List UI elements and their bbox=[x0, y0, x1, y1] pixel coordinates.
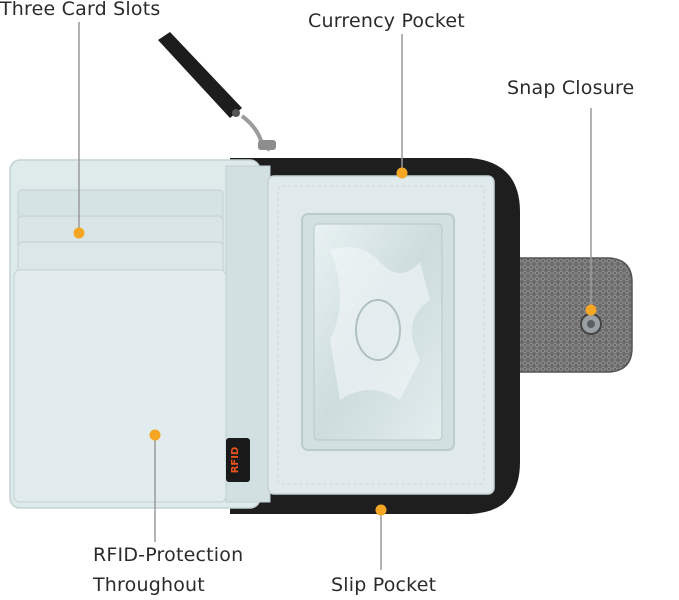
leader-lines bbox=[78, 22, 592, 570]
zipper-pull bbox=[158, 32, 276, 152]
rfid-tag: RFID bbox=[226, 438, 250, 482]
left-panel bbox=[9, 159, 271, 509]
marker-card-slots bbox=[73, 227, 85, 239]
snap-strap bbox=[489, 257, 633, 373]
marker-snap-closure bbox=[585, 304, 597, 316]
callout-rfid-line2: Throughout bbox=[93, 574, 205, 596]
callout-currency-pocket: Currency Pocket bbox=[308, 10, 465, 32]
callout-card-slots: Three Card Slots bbox=[0, 0, 161, 20]
callout-slip-pocket: Slip Pocket bbox=[331, 574, 437, 596]
callout-markers bbox=[73, 167, 597, 516]
callout-snap-closure: Snap Closure bbox=[507, 77, 635, 99]
callout-rfid-line1: RFID-Protection bbox=[93, 544, 244, 566]
marker-currency-pocket bbox=[396, 167, 408, 179]
right-panel bbox=[267, 175, 495, 495]
marker-slip-pocket bbox=[375, 504, 387, 516]
rfid-tag-text: RFID bbox=[230, 447, 241, 474]
marker-rfid bbox=[149, 429, 161, 441]
